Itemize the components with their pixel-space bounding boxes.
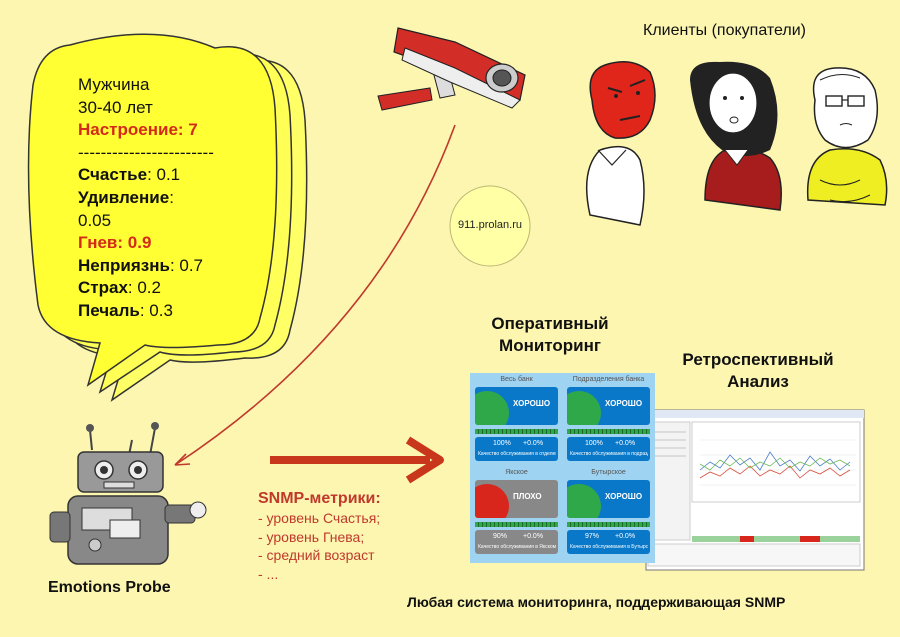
tile-status: ПЛОХО [513, 492, 542, 501]
tile-gauge [567, 391, 601, 425]
surprise-label: Удивление [78, 187, 170, 207]
tile-info-box: 97% +0.0% Качество обслуживания в Бутырско… [567, 530, 650, 554]
tile-percent: 100% [493, 440, 511, 447]
surprise-value: 0.05 [78, 210, 112, 230]
tile-delta: +0.0% [523, 533, 544, 540]
tile-level-bar [567, 429, 650, 434]
snmp-metrics: SNMP-метрики: - уровень Счастья; - урове… [258, 489, 381, 583]
operative-title-line1: Оперативный [491, 314, 609, 333]
info-circle [449, 185, 531, 267]
probe-label: Emotions Probe [48, 579, 171, 596]
tile-status-box: ХОРОШО [567, 387, 650, 425]
snmp-header: SNMP-метрики: [258, 490, 381, 507]
tile-status: ХОРОШО [605, 492, 643, 501]
circle-label: 911.prolan.ru [457, 219, 522, 231]
fear-value: : 0.2 [127, 278, 161, 298]
tile-status-box: ПЛОХО [475, 480, 558, 518]
mood-line: Настроение: 7 [78, 120, 198, 140]
tile-level-bar [475, 429, 558, 434]
footer-caption: Любая система мониторинга, поддерживающа… [407, 594, 786, 610]
dislike-label: Неприязнь [78, 255, 170, 275]
retro-title-line2: Анализ [727, 372, 789, 391]
tile-info-box: 90% +0.0% Качество обслуживания в Якском [475, 530, 558, 554]
retro-analysis-window [645, 409, 865, 571]
tile-level-bar [475, 522, 558, 527]
tile-status-box: ХОРОШО [567, 480, 650, 518]
age-line: 30-40 лет [78, 97, 153, 117]
sadness-label: Печаль [78, 300, 140, 320]
tile-status: ХОРОШО [605, 399, 643, 408]
tile-gauge [567, 484, 601, 518]
speech-bubble [27, 33, 308, 402]
tile-info-box: 100% +0.0% Качество обслуживания в отделен… [475, 437, 558, 461]
tile-percent: 97% [585, 533, 600, 540]
snmp-item: - средний возраст [258, 547, 375, 563]
happiness-value: : 0.1 [147, 165, 181, 185]
tile-level-bar [567, 522, 650, 527]
clients-label: Клиенты (покупатели) [643, 22, 806, 39]
dislike-value: : 0.7 [169, 255, 204, 275]
woman-client-icon [690, 61, 782, 211]
tile-caption: Качество обслуживания в отделен... [478, 451, 556, 457]
fear-line: Страх: 0.2 [78, 277, 214, 300]
gender-line: Мужчина [78, 75, 150, 94]
robot-probe-icon [49, 422, 207, 565]
tile-title: Бутырское [591, 469, 626, 476]
security-camera-icon [377, 27, 526, 111]
snmp-item: - уровень Гнева; [258, 528, 365, 545]
snmp-item: - уровень Счастья; [258, 510, 381, 526]
tile-percent: 90% [493, 533, 508, 540]
sadness-value: : 0.3 [139, 300, 173, 320]
man-with-glasses-client-icon [806, 67, 888, 206]
divider-line: ------------------------ [78, 142, 214, 162]
tile-delta: +0.0% [615, 533, 636, 540]
emotion-readout: Мужчина 30-40 лет Настроение: 7 --------… [78, 74, 214, 323]
retro-analysis-title: Ретроспективный Анализ [668, 349, 848, 393]
tile-caption: Качество обслуживания в Бутырском [570, 544, 648, 550]
tile-delta: +0.0% [523, 440, 544, 447]
operative-title-line2: Мониторинг [499, 336, 601, 355]
anger-line: Гнев: 0.9 [78, 233, 152, 253]
dislike-line: Неприязнь: 0.7 [78, 255, 214, 278]
operative-monitoring-title: Оперативный Мониторинг [470, 313, 630, 357]
sadness-line: Печаль: 0.3 [78, 300, 214, 323]
tile-title: Подразделения банка [572, 376, 645, 383]
happiness-label: Счастье [78, 165, 148, 185]
tile-title: Весь банк [500, 376, 533, 383]
camera-to-probe-arrow [174, 124, 456, 466]
tile-title: Якское [505, 469, 528, 476]
happiness-line: Счастье: 0.1 [78, 164, 214, 187]
tile-status-box: ХОРОШО [475, 387, 558, 425]
tile-caption: Качество обслуживания в подразд... [570, 451, 648, 457]
fear-label: Страх [78, 278, 128, 298]
surprise-line: Удивление: [78, 187, 214, 210]
snmp-item: - ... [258, 565, 279, 582]
surprise-colon: : [169, 187, 174, 207]
red-angry-client-icon [585, 61, 656, 226]
tile-delta: +0.0% [615, 440, 636, 447]
tile-gauge [475, 391, 509, 425]
tile-percent: 100% [585, 440, 603, 447]
retro-title-line1: Ретроспективный [682, 350, 834, 369]
tile-status: ХОРОШО [513, 399, 551, 408]
tile-gauge [475, 484, 509, 518]
tile-info-box: 100% +0.0% Качество обслуживания в подразд… [567, 437, 650, 461]
tile-caption: Качество обслуживания в Якском [478, 544, 556, 550]
big-arrow-to-monitoring [270, 436, 444, 484]
